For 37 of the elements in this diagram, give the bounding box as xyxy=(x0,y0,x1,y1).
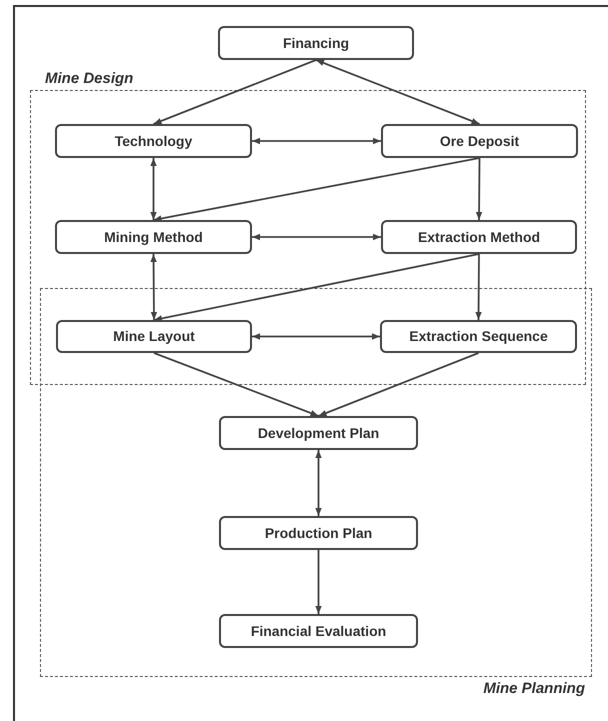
process-box xyxy=(55,124,252,158)
arrow xyxy=(315,550,322,614)
box-label: Extraction Method xyxy=(418,228,540,246)
arrow xyxy=(318,352,479,417)
process-box xyxy=(219,614,418,648)
process-box xyxy=(219,516,418,550)
arrow xyxy=(316,59,480,125)
box-label: Extraction Sequence xyxy=(409,327,548,346)
process-box xyxy=(380,320,577,353)
box-label: Mining Method xyxy=(104,228,203,247)
arrow xyxy=(150,254,158,320)
box-label: Ore Deposit xyxy=(440,132,520,151)
arrow xyxy=(150,158,157,220)
arrow xyxy=(252,138,381,144)
box-label: Mine Layout xyxy=(113,327,195,346)
box-label: Technology xyxy=(114,132,192,151)
process-box xyxy=(381,124,578,158)
arrow xyxy=(252,333,380,340)
group-heading: Mine Planning xyxy=(483,678,585,698)
arrow xyxy=(476,158,482,220)
box-label: Production Plan xyxy=(264,524,372,542)
box-label: Financial Evaluation xyxy=(250,622,386,640)
process-box xyxy=(218,26,414,60)
box-label: Financing xyxy=(282,34,350,53)
arrow xyxy=(315,450,322,516)
process-box xyxy=(55,220,252,254)
process-box xyxy=(56,320,252,353)
process-box xyxy=(219,416,418,450)
arrow xyxy=(252,234,381,240)
arrow xyxy=(154,352,319,417)
arrow xyxy=(153,157,480,222)
box-label: Development Plan xyxy=(258,424,380,443)
arrow xyxy=(153,59,316,125)
process-box xyxy=(381,220,577,254)
arrow xyxy=(154,253,480,322)
group-heading: Mine Design xyxy=(45,69,134,89)
arrow xyxy=(475,254,482,320)
